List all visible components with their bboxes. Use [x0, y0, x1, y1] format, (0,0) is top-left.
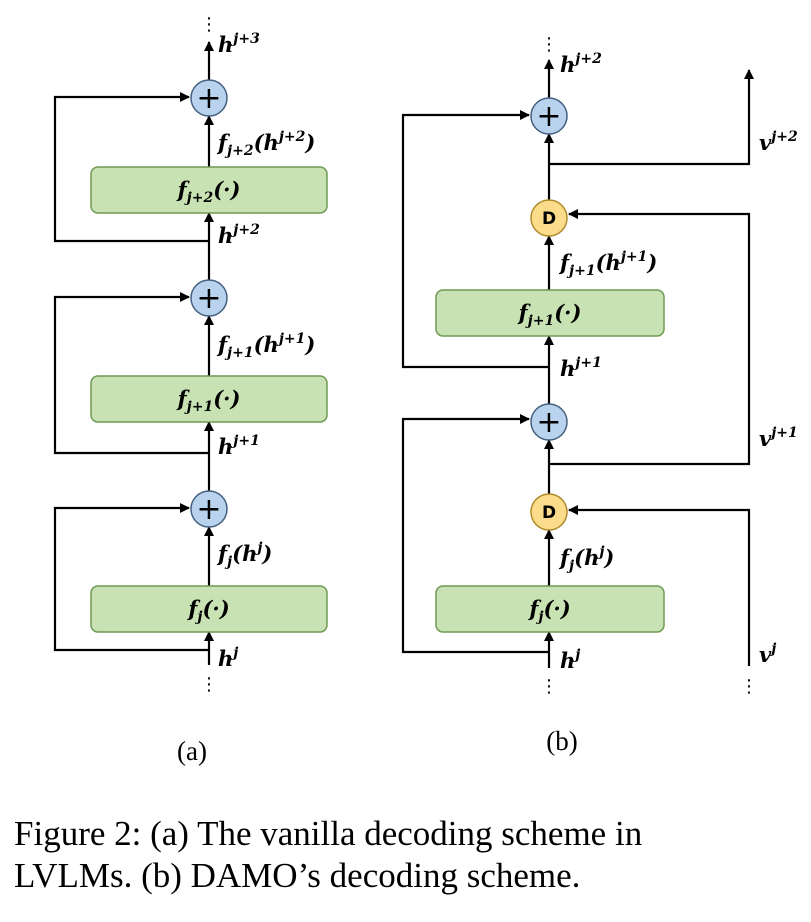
caption-line-1: Figure 2: (a) The vanilla decoding schem… — [14, 814, 643, 853]
svg-text:fj(·): fj(·) — [186, 596, 229, 625]
label-b-v-j: vj — [759, 641, 776, 667]
label-a-h-j: hj — [218, 645, 238, 671]
wire-b-v-j-in — [568, 505, 751, 666]
wire-b-v-j1-loop — [549, 209, 751, 466]
d-node-b-2: D — [530, 199, 568, 237]
panel-b-label: (b) — [546, 726, 577, 756]
block-b-fj1: fj+1(·) — [435, 289, 665, 337]
svg-text:+: + — [536, 405, 561, 440]
panel-a: fj(·) fj+1(·) fj+2(·) + + + hj hj+1 hj+2… — [53, 14, 328, 766]
dots-b-top: ⋮ — [540, 34, 558, 55]
svg-text:+: + — [196, 281, 221, 316]
figure-caption: Figure 2: (a) The vanilla decoding schem… — [14, 813, 804, 897]
svg-text:+: + — [536, 99, 561, 134]
svg-text:+: + — [196, 81, 221, 116]
label-a-out-fj1: fj+1(hj+1) — [216, 331, 315, 361]
panel-b: fj(·) fj+1(·) D D + + hj hj+1 hj+2 fj(hj — [401, 34, 798, 756]
label-b-h-j: hj — [560, 647, 580, 673]
label-b-out-fj: fj(hj) — [558, 544, 614, 574]
svg-text:fj+1(·): fj+1(·) — [176, 386, 241, 415]
wire-b-v-j2-out — [549, 69, 754, 166]
adder-b-1: + — [530, 403, 568, 441]
block-b-fj: fj(·) — [435, 585, 665, 633]
diagram: fj(·) fj+1(·) fj+2(·) + + + hj hj+1 hj+2… — [53, 14, 798, 766]
label-a-out-fj: fj(hj) — [216, 540, 272, 570]
adder-a-2: + — [190, 279, 228, 317]
dots-b-v-bottom: ⋮ — [740, 676, 758, 697]
svg-text:D: D — [542, 209, 556, 229]
wire-b-skip-2 — [401, 110, 549, 369]
dots-a-top: ⋮ — [200, 14, 218, 35]
wire-a-skip-3 — [53, 92, 209, 243]
label-b-v-j2: vj+2 — [759, 129, 798, 155]
dots-b-bottom: ⋮ — [540, 676, 558, 697]
adder-a-3: + — [190, 79, 228, 117]
adder-b-2: + — [530, 97, 568, 135]
block-a-fj1: fj+1(·) — [90, 375, 328, 423]
svg-text:+: + — [196, 492, 221, 527]
label-b-h-j1: hj+1 — [560, 355, 602, 381]
label-a-h-j3: hj+3 — [218, 31, 260, 57]
panel-a-label: (a) — [177, 736, 207, 766]
block-a-fj2: fj+2(·) — [90, 166, 328, 214]
label-b-v-j1: vj+1 — [759, 425, 798, 451]
wire-a-skip-2 — [53, 292, 209, 455]
svg-text:fj+2(·): fj+2(·) — [176, 177, 241, 206]
dots-a-bottom: ⋮ — [200, 674, 218, 695]
caption-line-2: LVLMs. (b) DAMO’s decoding scheme. — [14, 856, 581, 895]
wire-a-skip-1 — [53, 503, 209, 652]
label-b-out-fj1: fj+1(hj+1) — [558, 249, 657, 279]
label-a-h-j1: hj+1 — [218, 433, 260, 459]
wire-b-skip-1 — [401, 414, 549, 654]
label-a-h-j2: hj+2 — [218, 222, 260, 248]
label-a-out-fj2: fj+2(hj+2) — [216, 129, 315, 159]
d-node-b-1: D — [530, 493, 568, 531]
label-b-h-j2: hj+2 — [560, 51, 602, 77]
svg-text:D: D — [542, 503, 556, 523]
block-a-fj: fj(·) — [90, 585, 328, 633]
svg-text:fj(·): fj(·) — [527, 596, 570, 625]
adder-a-1: + — [190, 490, 228, 528]
